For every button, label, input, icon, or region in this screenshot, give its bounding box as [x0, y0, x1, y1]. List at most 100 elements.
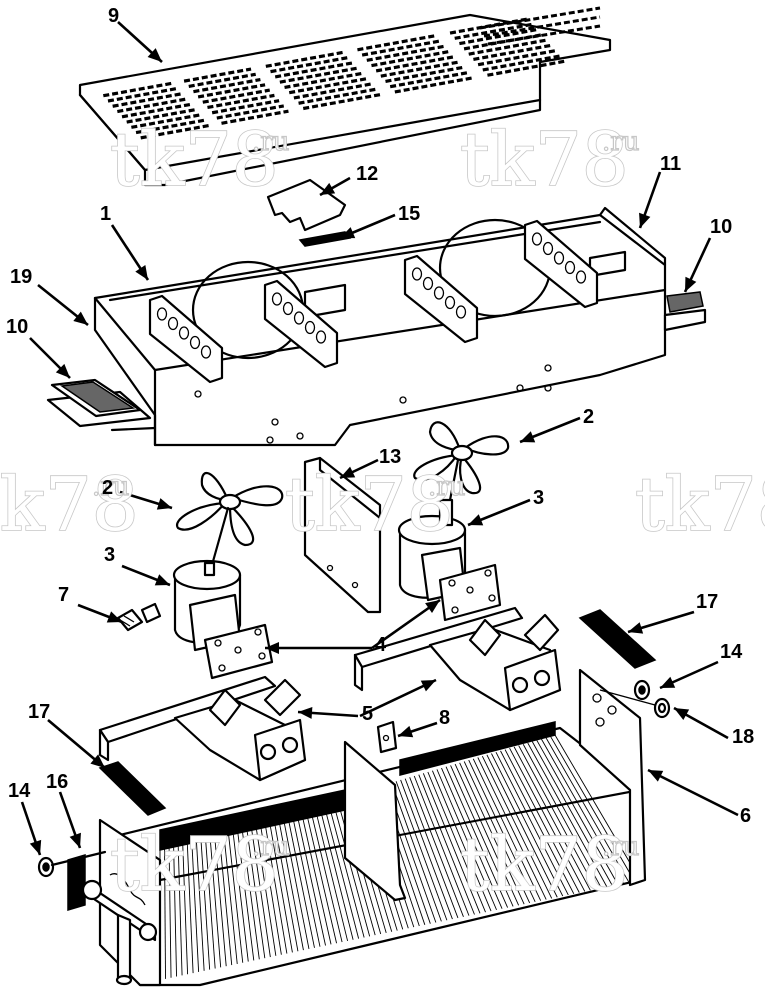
- callout-8: 8: [439, 707, 450, 729]
- callout-19: 19: [10, 266, 32, 288]
- grille-slot: [103, 81, 173, 98]
- fin-line: [463, 761, 531, 904]
- fin-line: [318, 803, 354, 940]
- arrow-head: [156, 498, 172, 510]
- fin-line: [263, 819, 288, 954]
- gasket-strip-left: [98, 761, 167, 816]
- fin-line: [450, 765, 514, 907]
- fin-line: [495, 751, 569, 896]
- fin-line: [327, 800, 365, 938]
- watermark-suffix: .ru: [428, 472, 465, 502]
- top-grille-panel: [78, 6, 612, 187]
- fin-line: [200, 838, 211, 970]
- grille-slot: [394, 76, 474, 94]
- grille-slot: [482, 54, 560, 72]
- fin-line: [309, 806, 343, 943]
- screw: [116, 602, 162, 632]
- arrow-head: [685, 276, 697, 292]
- grille-slot: [298, 87, 378, 105]
- divider-hole: [553, 251, 565, 265]
- fin-line: [168, 847, 172, 978]
- grille-slot: [483, 15, 601, 38]
- arrow-head: [320, 182, 336, 195]
- right-grommet: [633, 679, 651, 701]
- grille-slot: [270, 55, 350, 74]
- fin-line: [273, 816, 299, 952]
- grille-slot: [380, 60, 460, 78]
- grille-slot: [479, 6, 601, 30]
- grille-slot: [121, 102, 192, 119]
- grille-slot: [449, 17, 528, 35]
- callout-17: 17: [696, 591, 718, 613]
- fin-line: [472, 758, 542, 901]
- grille-slot: [188, 72, 257, 88]
- grille-slot: [140, 123, 210, 140]
- watermark-suffix: .ru: [92, 472, 129, 502]
- fin-line: [177, 844, 183, 976]
- callout-labels: 9 12 15 1 11 10 19 10 2 13 2 3 3 7 17 4 …: [6, 5, 754, 827]
- divider-hole: [531, 232, 543, 246]
- grille-slot: [454, 22, 532, 40]
- arrow-head: [265, 642, 279, 654]
- fin-line: [282, 814, 310, 950]
- fin-line: [209, 835, 222, 968]
- grille-slot: [288, 76, 369, 95]
- fin-line: [531, 741, 613, 886]
- watermark-brand: tk78: [460, 117, 629, 203]
- callout-14: 14: [720, 641, 743, 663]
- grille-slot: [487, 24, 601, 46]
- watermark-suffix: .ru: [252, 127, 289, 157]
- fin-line: [409, 777, 464, 917]
- grille-slot: [211, 99, 280, 115]
- fin-line: [218, 832, 233, 966]
- divider-hole: [444, 295, 456, 310]
- fin-line: [286, 812, 315, 948]
- grille-slot: [216, 104, 285, 120]
- fin-line: [477, 757, 547, 900]
- divider-hole: [178, 326, 190, 340]
- divider-hole: [411, 267, 423, 281]
- arrow-head: [674, 708, 690, 721]
- divider-hole: [200, 345, 212, 359]
- arrow-head: [69, 832, 81, 848]
- grille-slot: [265, 50, 345, 68]
- fin-line: [427, 771, 486, 913]
- watermark-suffix: .ru: [252, 832, 289, 862]
- grille-slot: [468, 38, 546, 56]
- callout-18: 18: [732, 726, 754, 748]
- grille-slot: [361, 39, 442, 57]
- grille-slot: [371, 49, 451, 68]
- divider-hole: [304, 320, 316, 335]
- fin-line: [504, 749, 580, 893]
- grille-slot: [389, 70, 470, 89]
- fin-line: [527, 742, 608, 888]
- clip: [376, 720, 398, 754]
- fin-line: [227, 830, 244, 963]
- fin-line: [173, 846, 178, 977]
- fin-line: [545, 737, 630, 883]
- grille-slot: [183, 67, 252, 83]
- fin-line: [304, 807, 337, 944]
- callout-14: 14: [8, 780, 31, 802]
- fin-line: [195, 839, 205, 971]
- fin-line: [522, 744, 602, 889]
- arrow-head: [73, 311, 88, 325]
- callout-11: 11: [660, 153, 681, 175]
- callout-10: 10: [6, 316, 28, 338]
- fin-line: [436, 769, 497, 911]
- fin-line: [323, 802, 360, 939]
- right-fan-blade: [413, 421, 510, 522]
- grille-slot: [279, 66, 359, 84]
- divider-hole: [564, 260, 576, 275]
- fin-line: [486, 754, 558, 898]
- watermark-brand: tk78: [110, 822, 279, 908]
- arrow-head: [147, 48, 162, 62]
- fin-line: [536, 740, 619, 885]
- grille-slot: [302, 92, 383, 111]
- fin-line: [186, 842, 194, 974]
- grille-slot: [135, 118, 206, 135]
- fin-line: [481, 755, 553, 899]
- fin-line: [391, 782, 442, 922]
